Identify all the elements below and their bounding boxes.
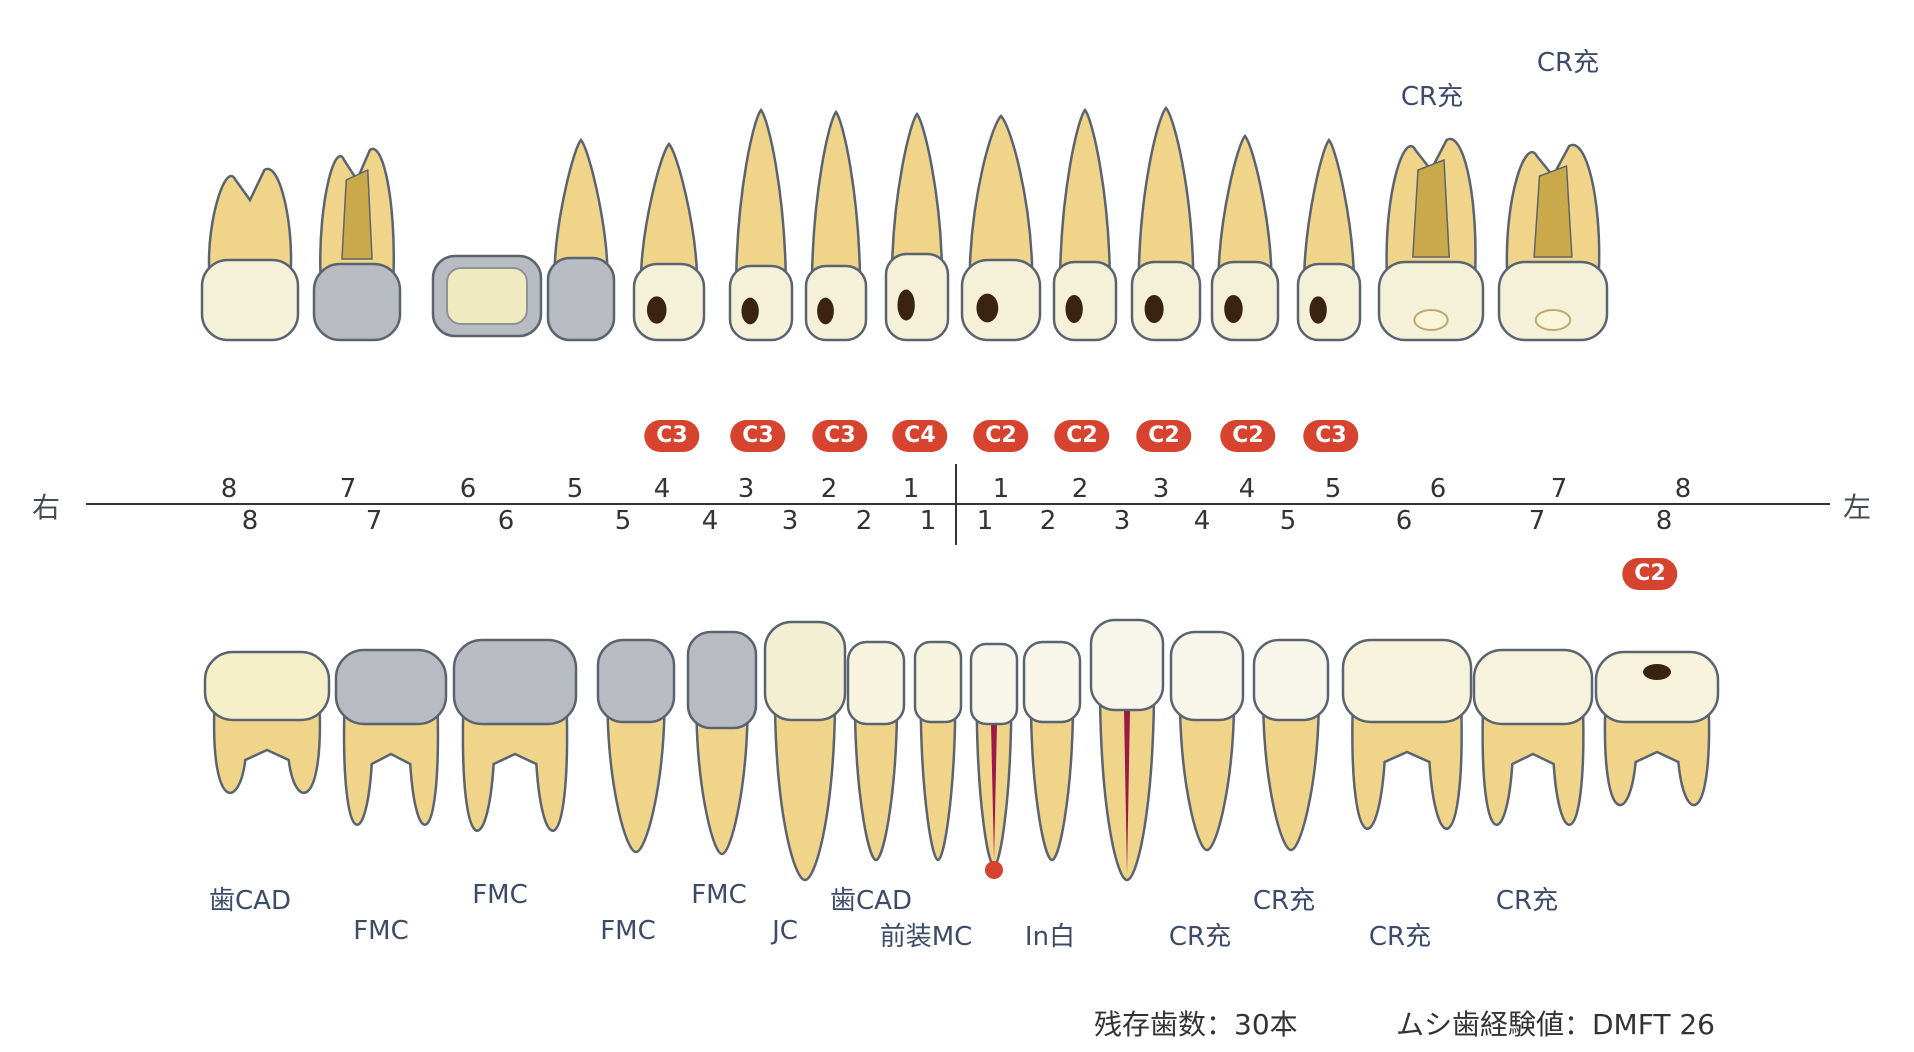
upper-number-right-5: 5 (566, 474, 584, 504)
lower-tooth (1252, 638, 1330, 852)
upper-number-right-2: 2 (820, 474, 838, 504)
upper-number-right-3: 3 (737, 474, 755, 504)
lower-tooth (452, 638, 578, 832)
upper-tooth (960, 114, 1042, 342)
caries-badge: C3 (812, 420, 868, 452)
upper-tooth (546, 138, 616, 342)
upper-number-left-6: 6 (1429, 474, 1447, 504)
treatment-label: FMC (472, 880, 528, 910)
treatment-label: CR充 (1368, 922, 1432, 952)
upper-number-left-1: 1 (992, 474, 1010, 504)
lower-tooth (1341, 638, 1473, 830)
upper-tooth (728, 107, 794, 342)
lower-number-left-5: 5 (1279, 506, 1297, 536)
upper-number-right-6: 6 (459, 474, 477, 504)
upper-tooth (884, 111, 950, 342)
treatment-label: 歯CAD (830, 886, 912, 916)
treatment-label: In白 (1024, 922, 1076, 952)
lower-tooth (203, 650, 331, 795)
upper-number-right-4: 4 (653, 474, 671, 504)
treatment-label: FMC (600, 916, 656, 946)
upper-tooth (1377, 137, 1485, 342)
upper-number-left-2: 2 (1071, 474, 1089, 504)
lower-number-right-2: 2 (855, 506, 873, 536)
caries-badge: C3 (1303, 420, 1359, 452)
upper-number-right-1: 1 (902, 474, 920, 504)
treatment-label: FMC (353, 916, 409, 946)
caries-spot (1643, 664, 1671, 680)
lower-number-right-4: 4 (701, 506, 719, 536)
upper-tooth (1130, 106, 1202, 342)
upper-tooth (431, 254, 543, 338)
lower-number-left-7: 7 (1528, 506, 1546, 536)
lower-number-left-4: 4 (1193, 506, 1211, 536)
upper-tooth (632, 142, 706, 342)
upper-tooth (1497, 143, 1609, 342)
upper-tooth (1052, 107, 1118, 342)
treatment-label: FMC (691, 880, 747, 910)
treatment-label: CR充 (1495, 886, 1559, 916)
lower-number-left-8: 8 (1655, 506, 1673, 536)
lower-tooth (1022, 640, 1082, 862)
treatment-label: 前装MC (879, 922, 973, 952)
lower-tooth (846, 640, 906, 862)
side-label-right: 右 (32, 491, 61, 524)
upper-number-left-4: 4 (1238, 474, 1256, 504)
lower-number-left-1: 1 (976, 506, 994, 536)
treatment-label: CR充 (1400, 82, 1464, 112)
upper-number-right-7: 7 (339, 474, 357, 504)
lower-number-right-6: 6 (497, 506, 515, 536)
upper-teeth (200, 106, 1609, 342)
lower-number-right-8: 8 (241, 506, 259, 536)
apical-lesion (985, 861, 1003, 879)
caries-badge: C3 (644, 420, 700, 452)
treatment-label: JC (772, 916, 798, 946)
lower-number-right-1: 1 (919, 506, 937, 536)
caries-badge: C4 (892, 420, 948, 452)
caries-badge: C3 (730, 420, 786, 452)
lower-number-right-7: 7 (365, 506, 383, 536)
caries-badge: C2 (1622, 558, 1678, 590)
lower-tooth (913, 640, 963, 862)
treatment-label: 歯CAD (209, 886, 291, 916)
lower-tooth (1089, 618, 1165, 882)
upper-number-left-7: 7 (1550, 474, 1568, 504)
caries-badge: C2 (1054, 420, 1110, 452)
upper-number-left-3: 3 (1152, 474, 1170, 504)
lower-number-left-2: 2 (1039, 506, 1057, 536)
caries-badge: C2 (1136, 420, 1192, 452)
upper-tooth (312, 147, 402, 342)
upper-tooth (200, 167, 300, 342)
treatment-label: CR充 (1536, 48, 1600, 78)
side-label-left: 左 (1843, 491, 1872, 524)
upper-tooth (1296, 137, 1362, 342)
upper-number-left-5: 5 (1324, 474, 1342, 504)
lower-tooth (1472, 648, 1594, 827)
caries-badge: C2 (1220, 420, 1276, 452)
treatment-label: CR充 (1168, 922, 1232, 952)
lower-tooth (1594, 650, 1720, 807)
lower-number-left-6: 6 (1395, 506, 1413, 536)
upper-tooth (1210, 134, 1280, 342)
dmft-score: ムシ歯経験値：DMFT 26 (1396, 1008, 1715, 1041)
remaining-teeth-count: 残存歯数：30本 (1094, 1008, 1298, 1041)
lower-number-right-5: 5 (614, 506, 632, 536)
lower-teeth (203, 618, 1720, 882)
upper-number-right-8: 8 (220, 474, 238, 504)
lower-number-right-3: 3 (781, 506, 799, 536)
lower-tooth (763, 620, 847, 882)
lower-tooth (334, 648, 448, 827)
lower-number-left-3: 3 (1113, 506, 1131, 536)
upper-number-left-8: 8 (1674, 474, 1692, 504)
lower-tooth (969, 642, 1019, 868)
upper-tooth (804, 109, 868, 342)
lower-tooth (686, 630, 758, 856)
lower-tooth (1169, 630, 1245, 852)
treatment-label: CR充 (1252, 886, 1316, 916)
caries-badge: C2 (973, 420, 1029, 452)
lower-tooth (596, 638, 676, 854)
